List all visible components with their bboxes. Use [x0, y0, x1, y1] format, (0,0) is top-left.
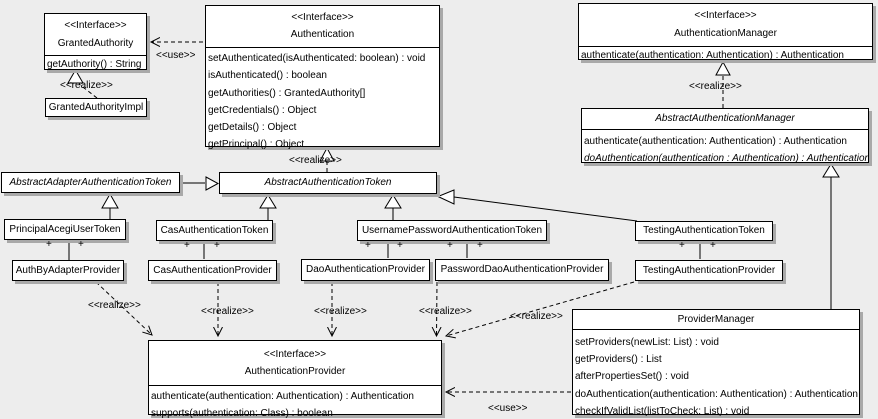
class-authentication-provider: <<Interface>> AuthenticationProvider aut…: [148, 340, 442, 419]
use-label: <<use>>: [488, 403, 528, 414]
class-name: CasAuthenticationProvider: [153, 264, 272, 276]
multiplicity-label: +: [477, 240, 483, 251]
realize-label: <<realize>>: [689, 81, 742, 92]
realize-label: <<realize>>: [60, 80, 113, 91]
class-name: AuthByAdapterProvider: [15, 264, 121, 276]
method-label: isAuthenticated() : boolean: [208, 70, 327, 82]
class-name: AbstractAuthenticationManager: [655, 113, 795, 124]
multiplicity-label: +: [46, 239, 52, 250]
class-principal-acegi-user-token: PrincipalAcegiUserToken: [4, 219, 126, 240]
method-label: setAuthenticated(isAuthenticated: boolea…: [208, 53, 426, 64]
realize-edges: [78, 75, 724, 336]
method-label: supports(authentication: Class) : boolea…: [151, 408, 333, 419]
generalization-arrowheads: [101, 163, 840, 209]
generalization-edges: [109, 177, 832, 309]
class-name: AuthenticationManager: [674, 28, 777, 39]
use-label: <<use>>: [156, 50, 196, 61]
realize-label: <<realize>>: [201, 306, 254, 317]
class-granted-authority: <<Interface>> GrantedAuthority getAuthor…: [44, 13, 147, 70]
class-abstract-authentication-token: AbstractAuthenticationToken: [219, 172, 437, 194]
multiplicity-label: +: [397, 240, 403, 251]
method-label: authenticate(authentication: Authenticat…: [151, 391, 414, 402]
class-testing-authentication-token: TestingAuthenticationToken: [635, 221, 773, 241]
class-authentication: <<Interface>> Authentication setAuthenti…: [205, 5, 440, 150]
class-name: AbstractAuthenticationToken: [264, 177, 392, 188]
class-name: Authentication: [290, 29, 355, 40]
multiplicity-label: +: [679, 240, 685, 251]
realize-label: <<realize>>: [289, 155, 342, 166]
class-provider-manager: ProviderManager setProviders(newList: Li…: [572, 309, 860, 417]
multiplicity-label: +: [78, 239, 84, 250]
method-label: doAuthentication(authentication : Authen…: [584, 153, 868, 164]
multiplicity-label: +: [365, 240, 371, 251]
class-abstract-authentication-manager: AbstractAuthenticationManager authentica…: [581, 108, 869, 164]
method-label: getProviders() : List: [575, 354, 662, 366]
class-auth-by-adapter-provider: AuthByAdapterProvider: [12, 260, 124, 281]
class-name: GrantedAuthorityImpl: [48, 101, 144, 113]
method-label: checkIfValidList(listToCheck: List) : vo…: [575, 405, 750, 417]
multiplicity-label: +: [710, 240, 716, 251]
method-label: getAuthorities() : GrantedAuthority[]: [208, 87, 366, 99]
realize-label: <<realize>>: [88, 300, 141, 311]
realize-label: <<realize>>: [314, 306, 367, 317]
class-abstract-adapter-authentication-token: AbstractAdapterAuthenticationToken: [1, 172, 180, 193]
method-label: setProviders(newList: List) : void: [575, 337, 719, 348]
method-label: afterPropertiesSet() : void: [575, 371, 689, 383]
method-label: authenticate(authentication: Authenticat…: [584, 136, 847, 147]
realize-arrowheads: [67, 60, 731, 162]
method-label: getCredentials() : Object: [208, 104, 317, 116]
class-password-dao-authentication-provider: PasswordDaoAuthenticationProvider: [435, 259, 609, 281]
realize-label: <<realize>>: [510, 311, 563, 322]
class-name: CasAuthenticationToken: [160, 224, 269, 236]
multiplicity-label: +: [447, 240, 453, 251]
class-name: ProviderManager: [677, 314, 755, 325]
stereotype-label: <<Interface>>: [64, 20, 127, 31]
class-granted-authority-impl: GrantedAuthorityImpl: [45, 98, 147, 117]
method-label: getPrincipal() : Object: [208, 139, 305, 151]
class-name: AuthenticationProvider: [244, 366, 346, 377]
stereotype-label: <<Interface>>: [694, 10, 757, 21]
class-name: TestingAuthenticationToken: [643, 225, 765, 236]
class-cas-authentication-provider: CasAuthenticationProvider: [148, 260, 277, 281]
class-dao-authentication-provider: DaoAuthenticationProvider: [301, 259, 430, 281]
class-name: TestingAuthenticationProvider: [642, 264, 776, 276]
class-name: PrincipalAcegiUserToken: [9, 223, 121, 235]
class-testing-authentication-provider: TestingAuthenticationProvider: [635, 260, 783, 281]
realize-label: <<realize>>: [419, 306, 472, 317]
class-cas-authentication-token: CasAuthenticationToken: [156, 220, 273, 241]
class-name: AbstractAdapterAuthenticationToken: [9, 176, 172, 188]
class-authentication-manager: <<Interface>> AuthenticationManager auth…: [578, 3, 873, 61]
class-name: PasswordDaoAuthenticationProvider: [440, 264, 604, 275]
association-edges: [68, 240, 701, 260]
stereotype-label: <<Interface>>: [291, 12, 354, 23]
use-edges: [151, 42, 571, 392]
class-name: GrantedAuthority: [57, 38, 134, 49]
class-username-password-authentication-token: UsernamePasswordAuthenticationToken: [357, 220, 547, 241]
method-label: getAuthority() : String: [47, 59, 142, 70]
class-name: UsernamePasswordAuthenticationToken: [361, 224, 543, 236]
method-label: doAuthentication(authentication: Authent…: [575, 388, 858, 400]
stereotype-label: <<Interface>>: [263, 349, 327, 360]
multiplicity-label: +: [184, 240, 190, 251]
method-label: getDetails() : Object: [208, 122, 297, 134]
method-label: authenticate(authentication: Authenticat…: [581, 50, 844, 61]
class-name: DaoAuthenticationProvider: [306, 264, 425, 275]
multiplicity-label: +: [214, 240, 220, 251]
